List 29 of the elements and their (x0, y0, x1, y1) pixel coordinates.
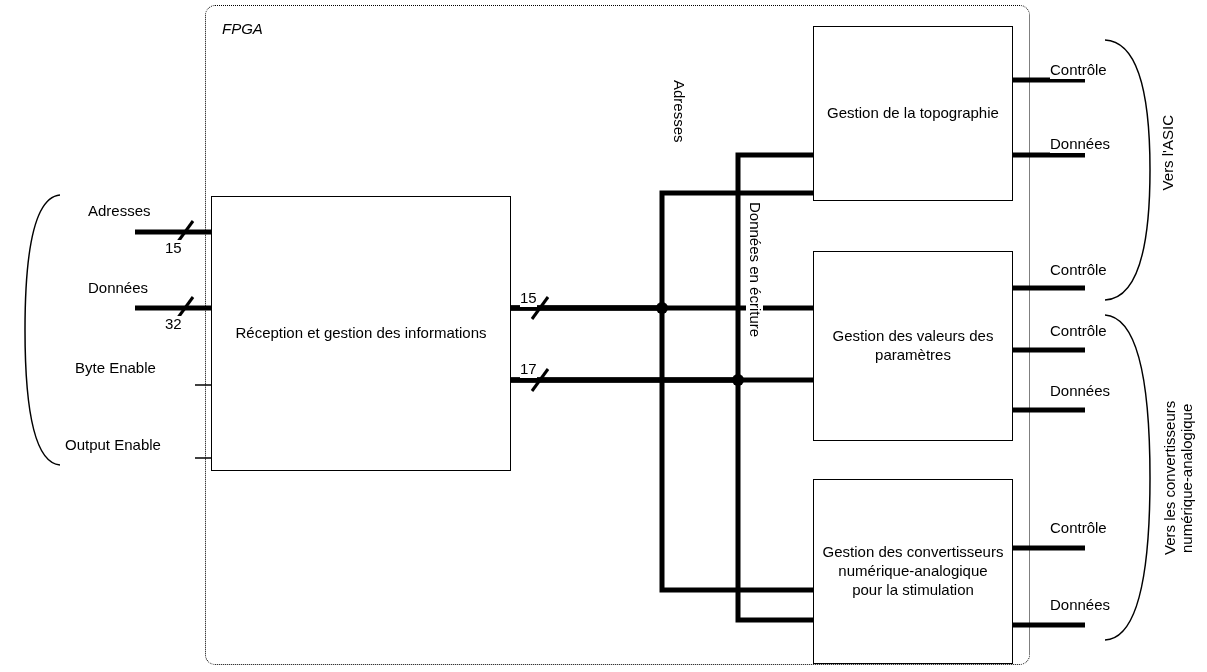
signal-line (135, 305, 211, 311)
process-box (813, 479, 1013, 664)
edge-label: Contrôle (1050, 62, 1107, 79)
bus-line (510, 305, 813, 593)
bus-width-label: 17 (520, 361, 537, 378)
signal-line (1012, 77, 1085, 83)
signal-line (1012, 285, 1085, 291)
signal-line (1012, 407, 1085, 413)
signal-line (135, 229, 211, 235)
bus-line (510, 377, 813, 623)
edge-label: Byte Enable (75, 360, 156, 377)
process-box (211, 196, 511, 471)
signal-line (1012, 347, 1085, 353)
box-label: Gestion des valeurs des paramètres (831, 327, 995, 365)
edge-label: Output Enable (65, 437, 161, 454)
region-title: FPGA (222, 20, 263, 37)
edge-label: Données (1050, 136, 1111, 153)
signal-line (194, 457, 212, 459)
box-label: Gestion de la topographie (826, 104, 1000, 123)
edge-label: Données en écriture (746, 202, 763, 338)
bus-width-label: 15 (520, 290, 537, 307)
process-box (813, 251, 1013, 441)
box-label: Réception et gestion des informations (234, 324, 488, 343)
signal-line (1012, 152, 1085, 158)
signal-line (1012, 545, 1085, 551)
box-label: Gestion des convertisseurs numérique-analogique pour la stimulation (821, 543, 1005, 600)
signal-line (1012, 622, 1085, 628)
process-box (813, 26, 1013, 201)
signal-line (194, 384, 212, 386)
